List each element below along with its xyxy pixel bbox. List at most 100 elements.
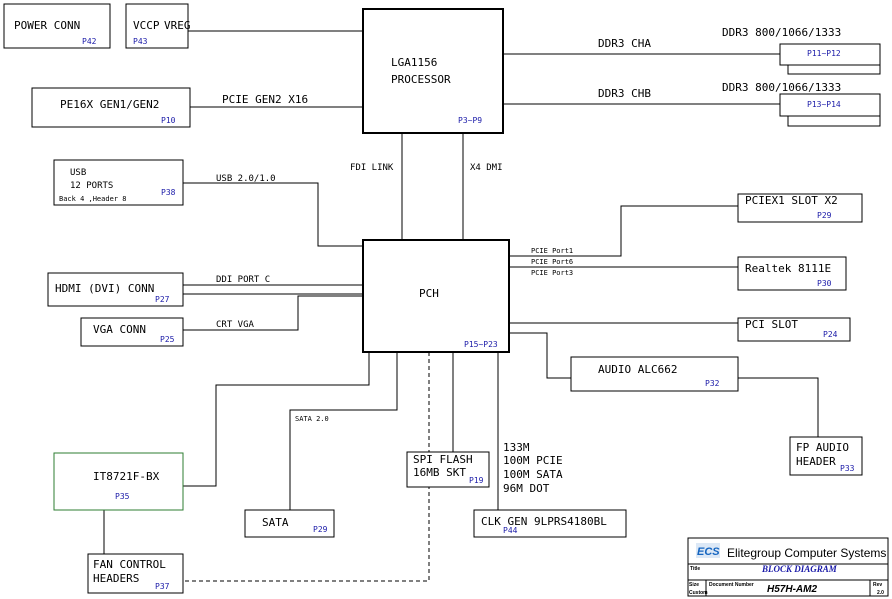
fp-audio-label-2: HEADER — [796, 455, 836, 468]
usb-page: P38 — [161, 188, 176, 197]
x4-dmi-label: X4 DMI — [470, 163, 503, 173]
hdmi-label: HDMI (DVI) CONN — [55, 282, 154, 295]
hdmi-block: HDMI (DVI) CONN P27 — [47, 272, 184, 307]
vga-page: P25 — [160, 335, 175, 344]
size-field-value: Custom — [689, 590, 708, 596]
spi-flash-page: P19 — [469, 476, 484, 485]
usb-label-1: USB — [70, 168, 86, 178]
it8721-label: IT8721F-BX — [93, 470, 160, 483]
pch-block: PCH P15~P23 — [362, 239, 510, 353]
ddr-chb-block: DDR3 800/1066/1333 P13~P14 — [722, 81, 881, 127]
docnum-field-label: Document Number — [709, 582, 754, 588]
pcie-port1-label: PCIE Port1 — [531, 247, 573, 255]
clk-gen-block: CLK GEN 9LPRS4180BL P44 — [473, 509, 627, 538]
clk-100m-sata-label: 100M SATA — [503, 468, 563, 481]
vccp-label: VCCP — [133, 19, 160, 32]
clk-133m-label: 133M — [503, 441, 530, 454]
clk-gen-label: CLK GEN 9LPRS4180BL — [481, 515, 607, 528]
vga-block: VGA CONN P25 — [80, 317, 184, 347]
wire-audio — [509, 332, 571, 379]
power-conn-page: P42 — [82, 37, 97, 46]
link-labels: DDR3 CHA DDR3 CHB PCIE GEN2 X16 FDI LINK… — [216, 37, 651, 495]
spi-flash-label-2: 16MB SKT — [413, 466, 466, 479]
ddr-chb-page: P13~P14 — [807, 100, 841, 109]
sata-block: SATA P29 — [244, 509, 335, 538]
ecs-logo-text: ECS — [697, 546, 720, 558]
pe16x-page: P10 — [161, 116, 176, 125]
usb-block: USB 12 PORTS Back 4 ,Header 8 P38 — [53, 159, 184, 206]
pciex1-page: P29 — [817, 211, 832, 220]
pciex1-block: PCIEX1 SLOT X2 P29 — [737, 193, 863, 223]
ddr-cha-title: DDR3 800/1066/1333 — [722, 26, 841, 39]
sata20-label: SATA 2.0 — [295, 415, 329, 423]
ddr-cha-page: P11~P12 — [807, 49, 841, 58]
wire-sata — [289, 352, 398, 510]
wire-crt-vga — [183, 295, 363, 331]
pcie-port6-label: PCIE Port6 — [531, 258, 573, 266]
pe16x-label: PE16X GEN1/GEN2 — [60, 98, 159, 111]
company-name: Elitegroup Computer Systems — [727, 546, 886, 560]
fdi-link-label: FDI LINK — [350, 163, 394, 173]
wires — [103, 30, 819, 582]
fan-control-page: P37 — [155, 582, 170, 591]
vccp-vreg-block: VCCP VREG P43 — [125, 3, 191, 49]
pch-page: P15~P23 — [464, 340, 498, 349]
processor-block: LGA1156 PROCESSOR P3~P9 — [362, 8, 504, 134]
vga-label: VGA CONN — [93, 323, 146, 336]
pcie-port3-label: PCIE Port3 — [531, 269, 573, 277]
ddr3-chb-label: DDR3 CHB — [598, 87, 651, 100]
sata-page: P29 — [313, 525, 328, 534]
ddi-port-c-label: DDI PORT C — [216, 275, 270, 285]
audio-block: AUDIO ALC662 P32 — [570, 356, 739, 392]
ddr-cha-block: DDR3 800/1066/1333 P11~P12 — [722, 26, 881, 75]
usb-link-label: USB 2.0/1.0 — [216, 174, 276, 184]
rev-field-label: Rev — [873, 582, 882, 588]
vccp-vreg-page: P43 — [133, 37, 148, 46]
crt-vga-label: CRT VGA — [216, 320, 255, 330]
realtek-page: P30 — [817, 279, 832, 288]
ddr-chb-title: DDR3 800/1066/1333 — [722, 81, 841, 94]
power-conn-block: POWER CONN P42 — [3, 3, 111, 49]
title-field-label: Title — [690, 566, 700, 572]
wire-fan-dashed — [183, 352, 430, 582]
wire-lpc — [183, 352, 370, 487]
ecs-logo: ECS — [696, 543, 720, 558]
clk-96m-dot-label: 96M DOT — [503, 482, 550, 495]
fp-audio-page: P33 — [840, 464, 855, 473]
ddr3-cha-label: DDR3 CHA — [598, 37, 651, 50]
rev-value: 2.0 — [877, 590, 884, 596]
vreg-label: VREG — [164, 19, 191, 32]
realtek-block: Realtek 8111E P30 — [737, 256, 847, 291]
fan-control-label-1: FAN CONTROL — [93, 558, 166, 571]
clk-gen-page: P44 — [503, 526, 518, 535]
pciex1-label: PCIEX1 SLOT X2 — [745, 194, 838, 207]
pci-slot-page: P24 — [823, 330, 838, 339]
size-field-label: Size — [689, 582, 699, 588]
title-block: ECS Elitegroup Computer Systems Title BL… — [687, 537, 889, 597]
clk-100m-pcie-label: 100M PCIE — [503, 454, 563, 467]
hdmi-page: P27 — [155, 295, 170, 304]
wire-fp-audio — [738, 377, 819, 437]
processor-page: P3~P9 — [458, 116, 482, 125]
power-conn-label: POWER CONN — [14, 19, 80, 32]
pch-label: PCH — [419, 287, 439, 300]
spi-flash-block: SPI FLASH 16MB SKT P19 — [406, 451, 490, 488]
document-number: H57H-AM2 — [767, 584, 817, 595]
pci-slot-label: PCI SLOT — [745, 318, 798, 331]
wire-usb — [183, 182, 363, 247]
realtek-label: Realtek 8111E — [745, 262, 831, 275]
fp-audio-block: FP AUDIO HEADER P33 — [789, 436, 863, 476]
it8721-page: P35 — [115, 492, 130, 501]
diagram-title: BLOCK DIAGRAM — [761, 564, 838, 574]
fan-control-label-2: HEADERS — [93, 572, 139, 585]
audio-label: AUDIO ALC662 — [598, 363, 677, 376]
spi-flash-label-1: SPI FLASH — [413, 453, 473, 466]
pcie-gen2-label: PCIE GEN2 X16 — [222, 93, 308, 106]
usb-label-2: 12 PORTS — [70, 181, 113, 191]
processor-label-1: LGA1156 — [391, 56, 437, 69]
sata-label: SATA — [262, 516, 289, 529]
pci-slot-block: PCI SLOT P24 — [737, 317, 851, 342]
it8721-block: IT8721F-BX P35 — [53, 452, 184, 511]
fan-control-block: FAN CONTROL HEADERS P37 — [87, 553, 184, 594]
